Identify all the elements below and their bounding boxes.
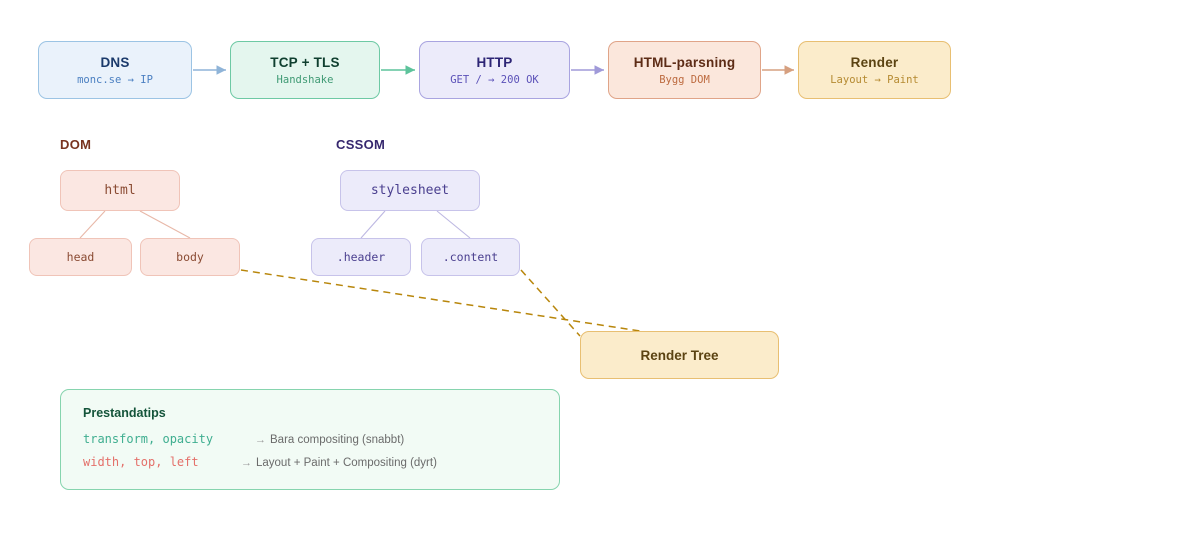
tip-description: Bara compositing (snabbt) [270, 434, 405, 446]
pipeline-step-subtitle: Layout → Paint [830, 73, 919, 86]
edge-sheet-header [360, 210, 386, 239]
edge-html-head [79, 210, 106, 239]
tip-code: transform, opacity [83, 432, 214, 446]
tip-code: width, top, left [83, 455, 199, 469]
performance-tips-panel: Prestandatips transform, opacity → Bara … [60, 389, 560, 490]
pipeline-step-title: Render [850, 54, 899, 70]
pipeline-step-dns[interactable]: DNS monc.se → IP [38, 41, 192, 99]
pipeline-step-http[interactable]: HTTP GET / → 200 OK [419, 41, 570, 99]
dom-node-body[interactable]: body [140, 238, 240, 276]
performance-tips-title: Prestandatips [83, 406, 166, 420]
edge-content-to-rendertree [520, 269, 581, 337]
tip-row: width, top, left → Layout + Paint + Comp… [83, 455, 559, 469]
cssom-node-stylesheet[interactable]: stylesheet [340, 170, 480, 211]
arrow-icon: → [255, 434, 266, 446]
pipeline-step-html-parsing[interactable]: HTML-parsning Bygg DOM [608, 41, 761, 99]
dom-section-label: DOM [60, 137, 92, 152]
edge-sheet-content [436, 210, 471, 239]
tip-row: transform, opacity → Bara compositing (s… [83, 432, 559, 446]
edge-html-body [139, 210, 191, 239]
pipeline-step-title: TCP + TLS [270, 54, 340, 70]
arrow-icon: → [241, 457, 252, 469]
cssom-section-label: CSSOM [336, 137, 386, 152]
cssom-node-content[interactable]: .content [421, 238, 520, 276]
pipeline-step-render[interactable]: Render Layout → Paint [798, 41, 951, 99]
dom-node-html[interactable]: html [60, 170, 180, 211]
render-tree-node[interactable]: Render Tree [580, 331, 779, 379]
pipeline-step-subtitle: monc.se → IP [77, 73, 153, 86]
pipeline-step-subtitle: GET / → 200 OK [450, 73, 539, 86]
pipeline-step-title: HTML-parsning [633, 54, 736, 70]
pipeline-step-title: HTTP [476, 54, 513, 70]
pipeline-step-tcp-tls[interactable]: TCP + TLS Handshake [230, 41, 380, 99]
pipeline-step-subtitle: Handshake [276, 73, 334, 86]
edge-body-to-rendertree [240, 269, 641, 332]
pipeline-step-title: DNS [100, 54, 130, 70]
pipeline-step-subtitle: Bygg DOM [659, 73, 710, 86]
dom-node-head[interactable]: head [29, 238, 132, 276]
cssom-node-header[interactable]: .header [311, 238, 411, 276]
tip-description: Layout + Paint + Compositing (dyrt) [256, 457, 437, 469]
